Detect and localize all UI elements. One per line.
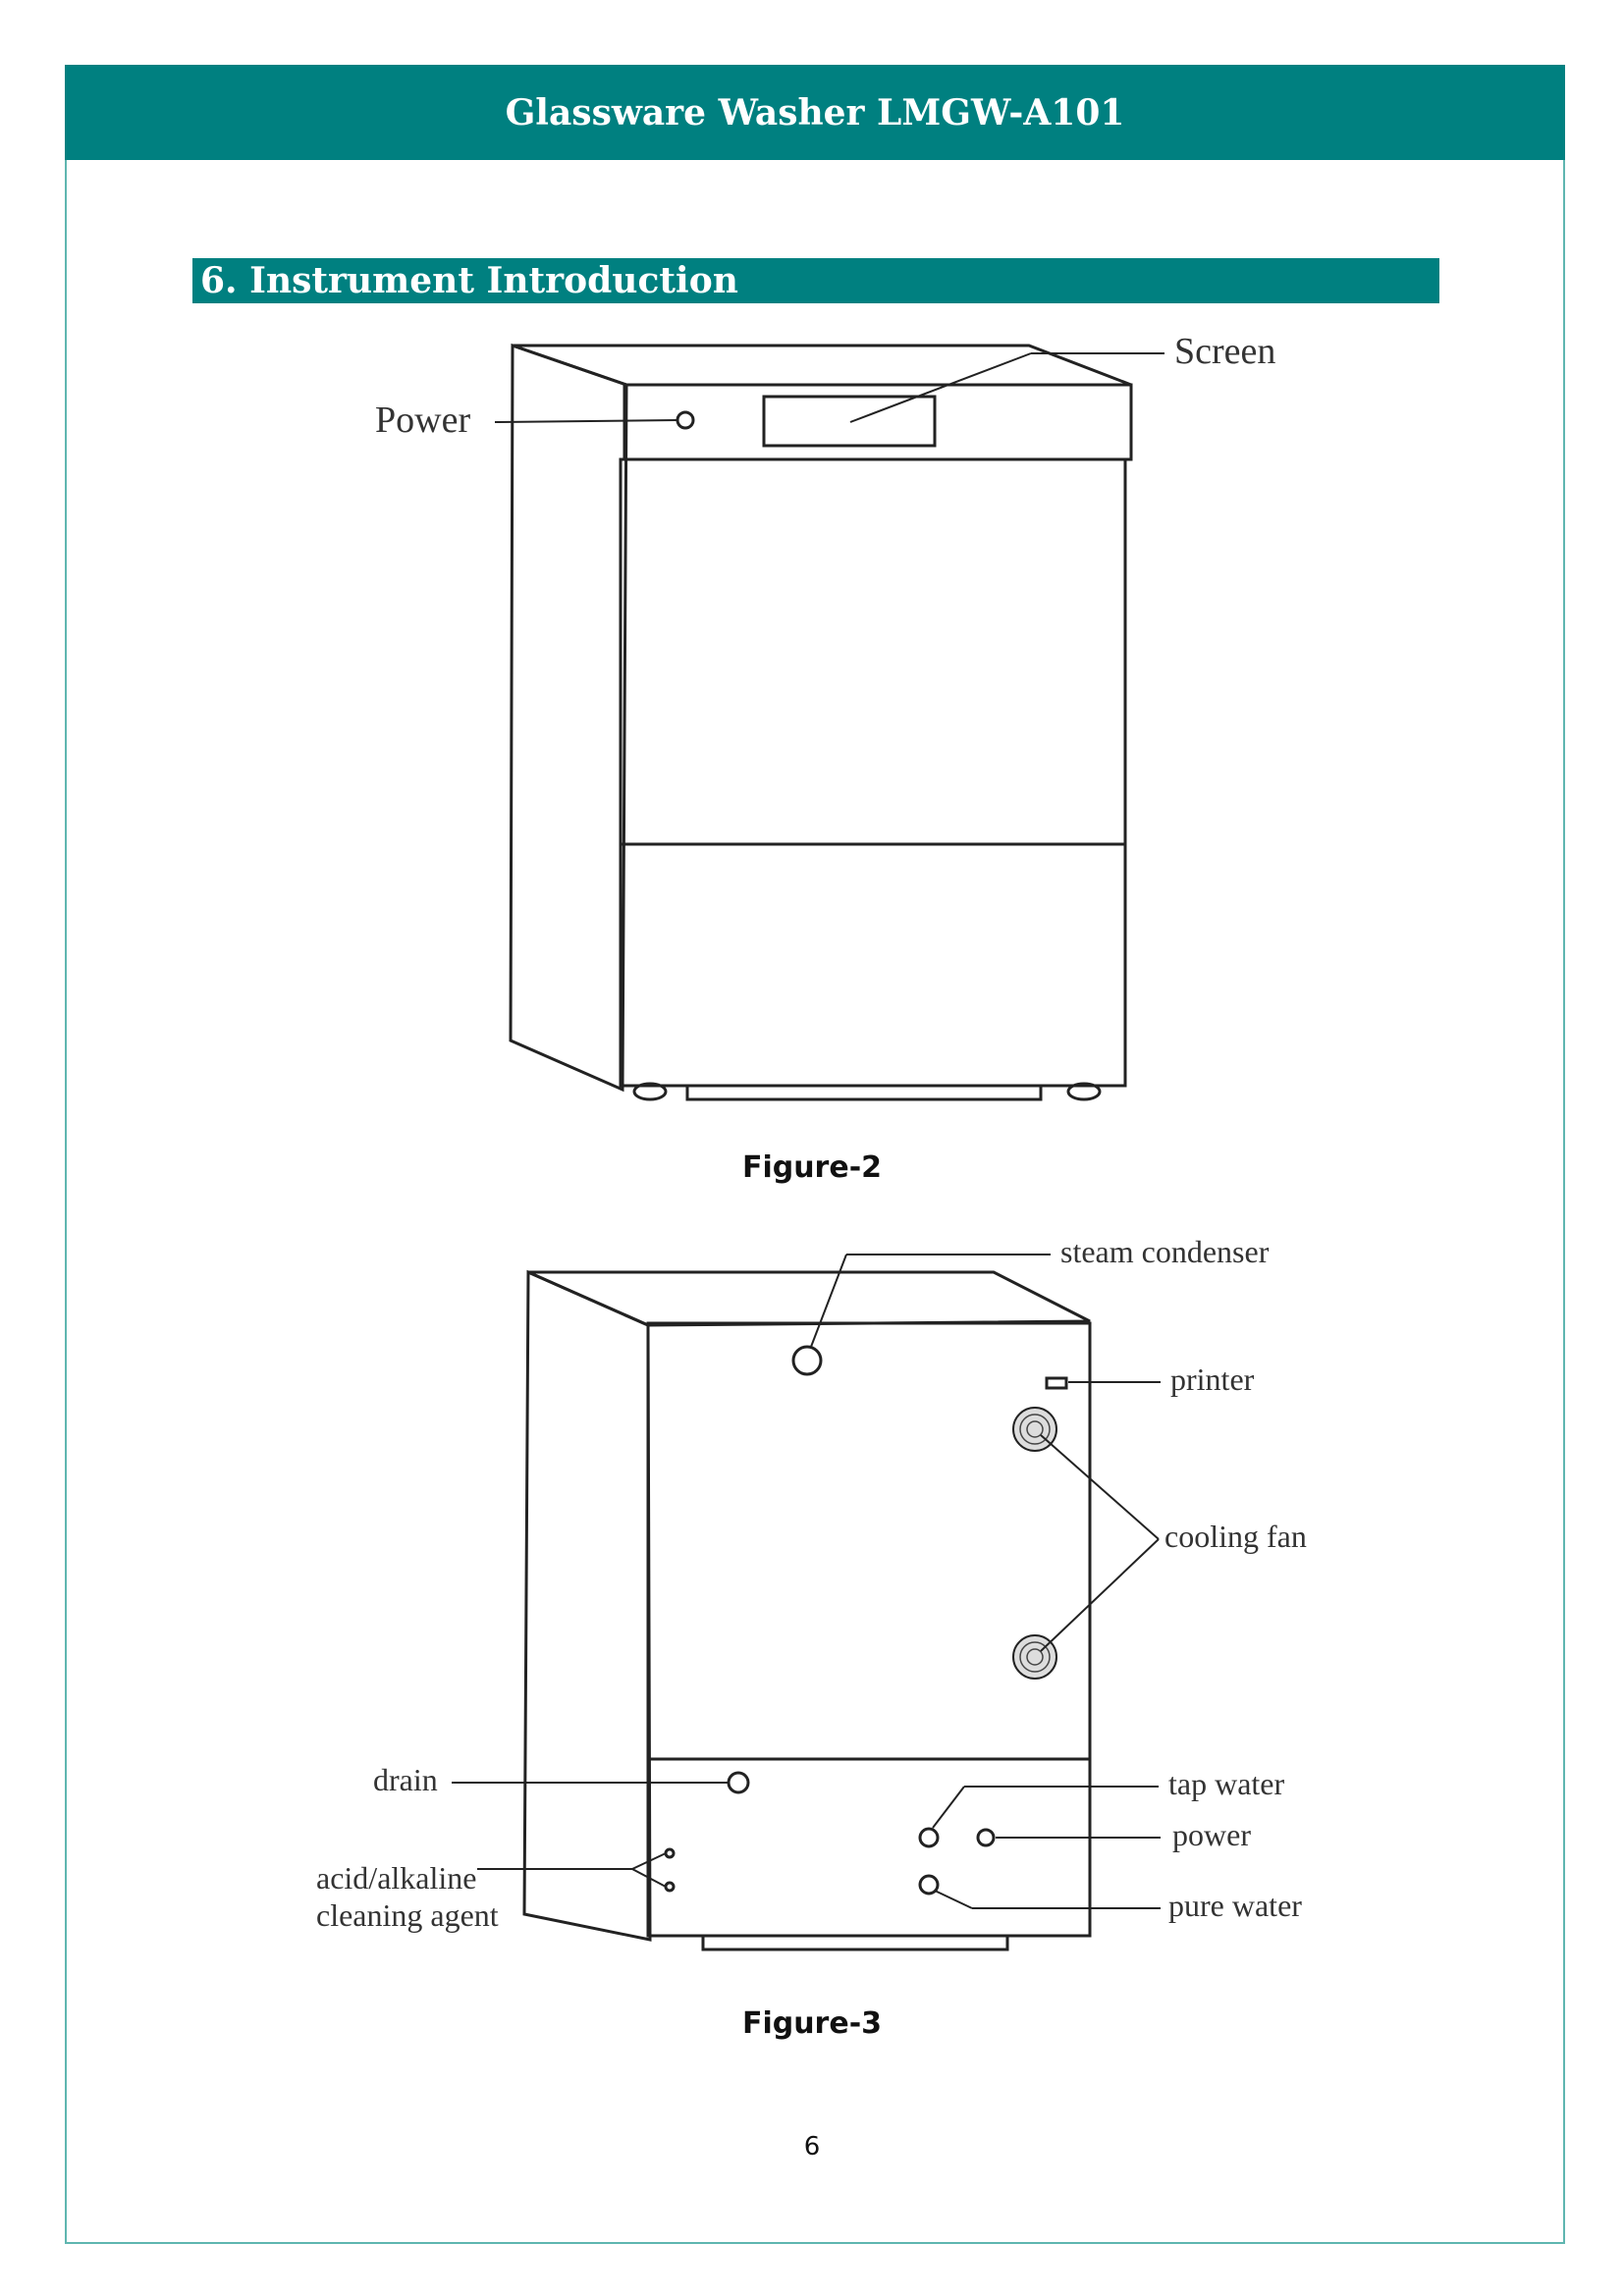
drain-port [727,1771,750,1794]
steam-condenser-label: steam condenser [1060,1234,1270,1269]
front-left-foot [632,1082,668,1101]
acid-alkaline-label-line2: cleaning agent [316,1897,499,1933]
figure-3-rear-view-drawing: steam condenser printer cooling fan drai… [316,1234,1307,1951]
printer-slot [1045,1376,1068,1390]
front-right-foot [1066,1082,1102,1101]
figure-2-front-view-drawing: Screen Power [375,331,1275,1101]
tap-water-label: tap water [1168,1766,1285,1801]
front-door [619,457,1127,846]
power-port [976,1828,996,1847]
rear-top-panel [527,1270,1091,1327]
section-heading: 6. Instrument Introduction [192,258,1439,303]
figure-2-caption: Figure-2 [741,1150,883,1185]
acid-alkaline-label-line1: acid/alkaline [316,1860,476,1896]
document-header: Glassware Washer LMGW-A101 [65,65,1565,160]
cooling-fan-leader-lower [1040,1538,1160,1652]
power-label: Power [375,400,470,441]
acid-port [664,1847,676,1859]
tap-water-port [918,1827,940,1848]
alkaline-port [664,1881,676,1893]
power-leader-line [494,419,678,423]
pure-water-label: pure water [1168,1888,1302,1923]
figure-3-caption: Figure-3 [741,2006,883,2041]
screen-label: Screen [1174,331,1275,372]
cooling-fan-leader-upper [1040,1434,1160,1540]
base-plinth [685,1084,1043,1101]
screen-display [762,395,937,448]
steam-condenser-port [791,1345,823,1376]
page-number: 6 [803,2132,821,2162]
document-title: Glassware Washer LMGW-A101 [505,91,1125,133]
pure-water-port [918,1874,940,1896]
power-connector-label: power [1172,1817,1251,1852]
washer-side-panel [509,343,628,1093]
cooling-fan-label: cooling fan [1164,1519,1307,1554]
section-title: 6. Instrument Introduction [200,260,738,301]
rear-side-panel [522,1269,652,1942]
rear-base-plinth [701,1934,1009,1951]
printer-label: printer [1170,1362,1255,1397]
drain-label: drain [373,1762,438,1797]
front-lower-panel [619,842,1127,1088]
power-button [676,410,695,430]
rear-upper-panel [646,1321,1092,1761]
washer-top-panel [512,344,1132,387]
